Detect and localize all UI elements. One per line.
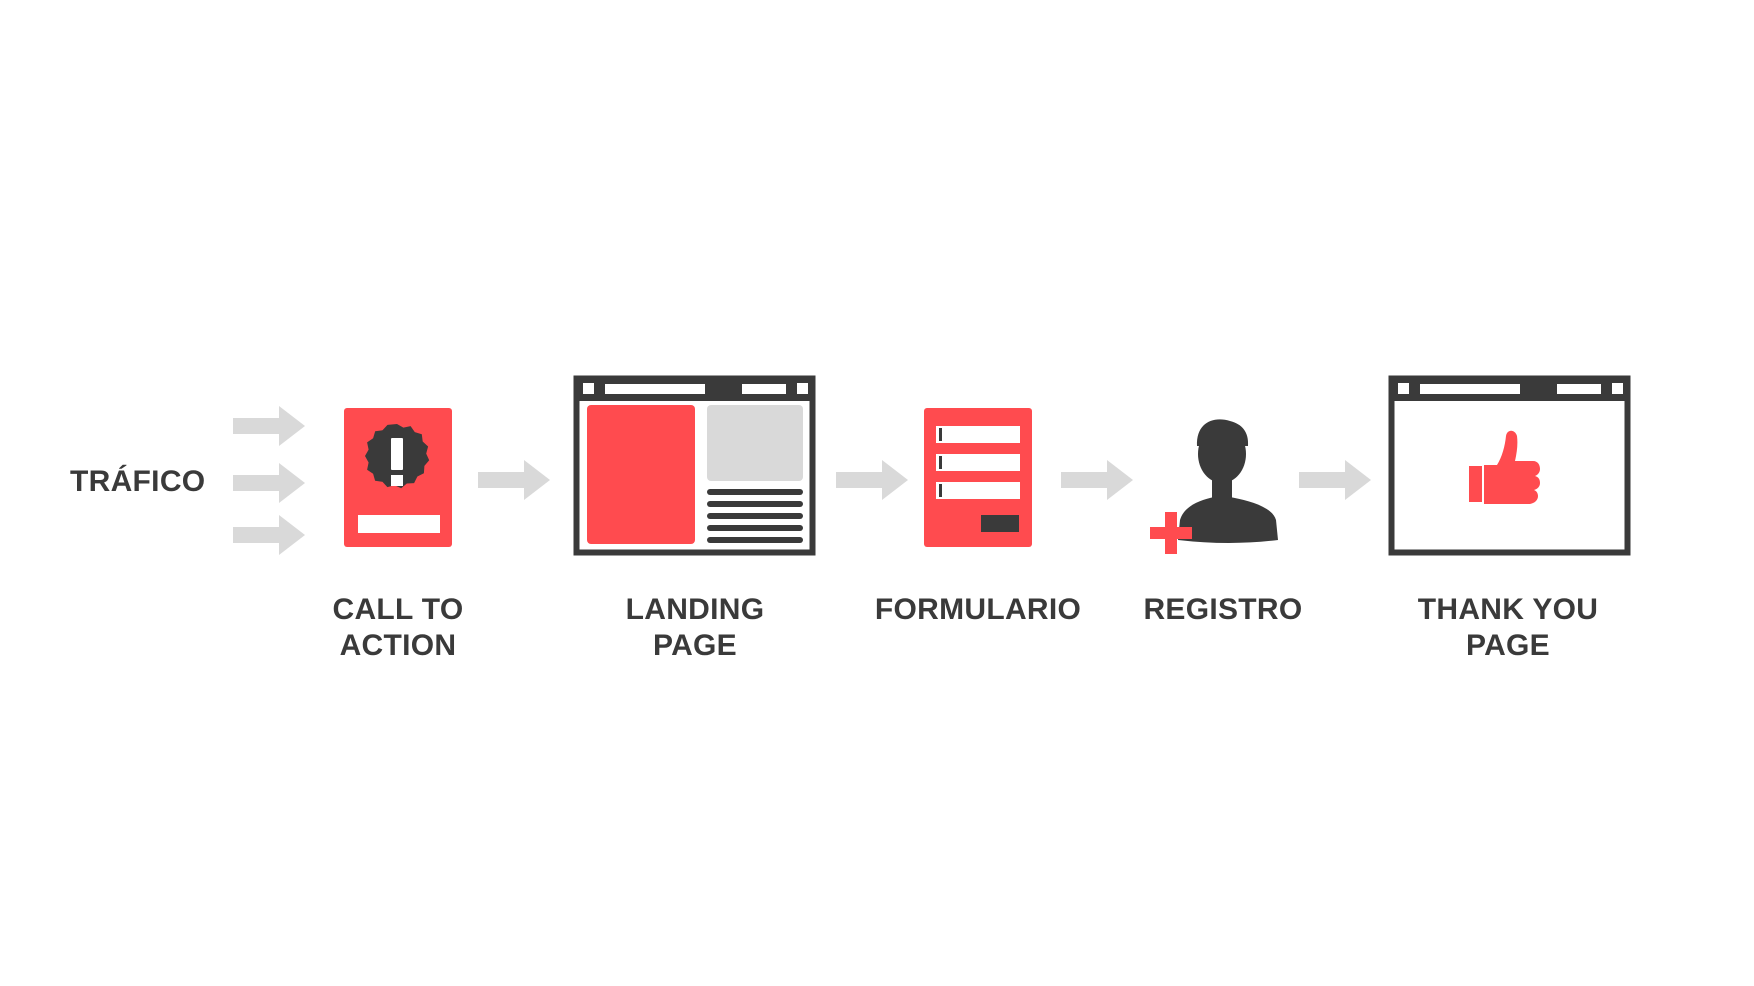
flow-arrow-4 [1299,460,1371,500]
label-formulario: FORMULARIO [868,592,1088,628]
thumbs-up-icon [1388,375,1631,556]
browser-window-icon [573,375,816,556]
label-formulario-line-1: FORMULARIO [874,593,1082,626]
user-add-icon [1150,419,1278,554]
cta-exclamation-dot [391,475,403,486]
label-registro-line-1: REGISTRO [1143,593,1303,626]
label-landing-page-line-2: PAGE [653,629,737,662]
traffic-arrow-1 [233,406,305,446]
thumb-cuff [1469,466,1482,502]
label-call-to-action-line-2: ACTION [339,629,457,662]
label-trafico-line-1: TRÁFICO [70,465,206,498]
label-registro: REGISTRO [1130,592,1316,628]
flow-arrow-3 [1061,460,1133,500]
landing-image-panel [707,405,803,481]
label-call-to-action-line-1: CALL TO [332,593,464,626]
flow-arrow-1 [478,460,550,500]
label-landing-page-line-1: LANDING [625,593,765,626]
cta-button-bar [358,515,440,533]
label-thank-you-page-line-2: PAGE [1466,629,1550,662]
label-landing-page: LANDING PAGE [603,592,787,664]
traffic-arrows-icon [233,406,305,555]
form-submit-button [981,515,1019,532]
form-icon [924,408,1032,547]
user-body [1178,497,1278,543]
landing-hero-panel [587,405,695,544]
cta-exclamation-bar [391,438,403,470]
traffic-arrow-3 [233,515,305,555]
label-trafico: TRÁFICO [70,464,205,500]
flow-arrow-2 [836,460,908,500]
label-thank-you-page: THANK YOU PAGE [1398,592,1618,664]
label-call-to-action: CALL TO ACTION [310,592,486,664]
label-thank-you-page-line-1: THANK YOU [1417,593,1599,626]
plus-icon [1150,512,1192,554]
thumb-hand [1484,430,1540,504]
traffic-arrow-2 [233,463,305,503]
alert-badge-icon [344,408,452,547]
